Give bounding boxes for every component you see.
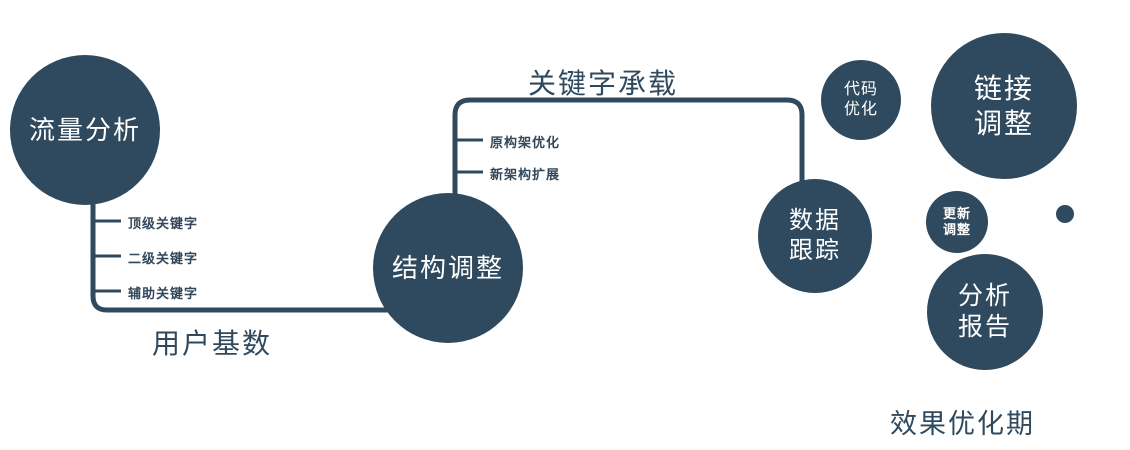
branch-label-new-architecture-expansion: 新架构扩展 bbox=[490, 167, 561, 182]
branch-label-secondary-keywords: 二级关键字 bbox=[128, 251, 199, 266]
node-update-adjustment-line1: 更新 bbox=[942, 205, 971, 221]
node-analysis-report: 分析 报告 bbox=[927, 254, 1043, 370]
node-update-adjustment: 更新 调整 bbox=[926, 191, 988, 253]
node-data-tracking: 数据 跟踪 bbox=[758, 179, 872, 293]
edge-label-user-base: 用户基数 bbox=[152, 328, 273, 359]
edge-label-keyword-carrying: 关键字承载 bbox=[528, 68, 679, 99]
node-traffic-analysis-label: 流量分析 bbox=[28, 114, 141, 145]
node-link-adjustment-line2: 调整 bbox=[973, 108, 1034, 139]
node-link-adjustment: 链接 调整 bbox=[931, 33, 1077, 179]
node-link-adjustment-line1: 链接 bbox=[973, 73, 1034, 104]
node-update-adjustment-line2: 调整 bbox=[942, 222, 971, 237]
node-code-optimization-line2: 优化 bbox=[843, 101, 878, 118]
connector-structure-to-tracking bbox=[452, 97, 805, 208]
bullet-dot bbox=[1056, 205, 1074, 223]
branch-label-top-keywords: 顶级关键字 bbox=[128, 216, 199, 231]
node-data-tracking-line1: 数据 bbox=[789, 207, 841, 234]
node-analysis-report-line2: 报告 bbox=[957, 313, 1012, 341]
node-traffic-analysis: 流量分析 bbox=[10, 55, 160, 205]
caption-effect-optimization-period: 效果优化期 bbox=[890, 409, 1035, 439]
node-structure-adjustment-label: 结构调整 bbox=[391, 252, 504, 283]
branch-label-original-architecture-optimization: 原构架优化 bbox=[490, 135, 561, 150]
node-code-optimization-line1: 代码 bbox=[843, 81, 878, 98]
node-analysis-report-line1: 分析 bbox=[957, 281, 1012, 310]
node-code-optimization: 代码 优化 bbox=[821, 60, 901, 140]
node-data-tracking-line2: 跟踪 bbox=[789, 237, 841, 264]
branch-label-auxiliary-keywords: 辅助关键字 bbox=[128, 286, 199, 301]
node-structure-adjustment: 结构调整 bbox=[373, 193, 523, 343]
